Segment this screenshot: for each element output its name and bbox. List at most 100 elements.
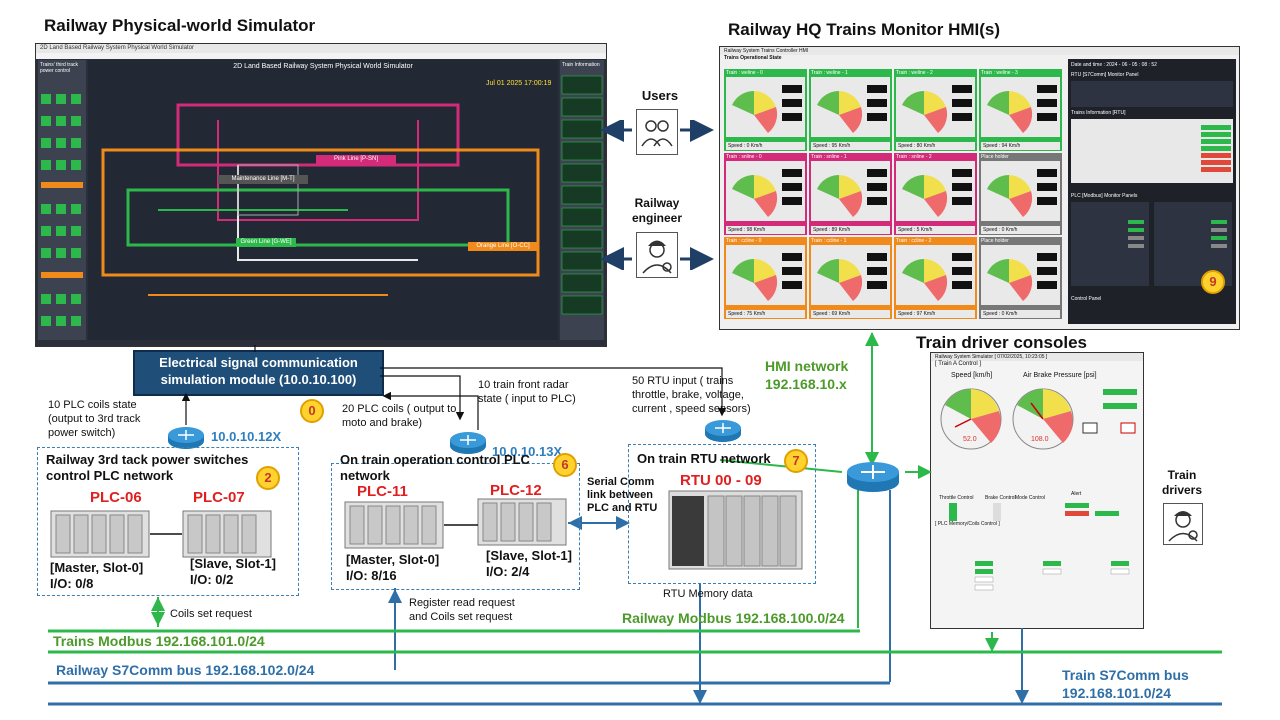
plc07-desc: [Slave, Slot-1] I/O: 0/2 [190,556,276,587]
operation-plc-network [331,463,580,590]
simulator-left-panel: Trains' third track power control [38,60,86,340]
plc07-label: PLC-07 [193,489,245,506]
hmi-title: Railway HQ Trains Monitor HMI(s) [728,20,1001,39]
plc06-label: PLC-06 [90,489,142,506]
badge-9: 9 [1201,270,1225,294]
hmi-info-table [1071,119,1233,183]
coils-state-label: 10 PLC coils state (output to 3rd track … [48,399,141,439]
engineer-label: Railway engineer [631,196,682,225]
plc11-12-link [444,524,478,526]
ip-13x: 10.0.10.13X [492,444,563,459]
console-gauges [940,388,1074,450]
hmi-speed-gauge [811,161,890,221]
badge-0: 0 [300,399,324,423]
rtu-network-title: On train RTU network [637,451,771,466]
plc11-label: PLC-11 [357,483,408,500]
rtu-ids-label: RTU 00 - 09 [680,472,762,489]
hmi-speed-gauge [896,161,975,221]
bus-trains-modbus: Trains Modbus 192.168.101.0/24 [53,633,265,649]
plc06-desc: [Master, Slot-0] I/O: 0/8 [50,560,144,591]
router-icon [845,460,901,499]
coils-request-label: Coils set request [170,608,252,620]
hmi-speed-gauge [726,77,805,137]
consoles-title: Train driver consoles [916,333,1088,352]
ip-12x: 10.0.10.12X [211,429,282,444]
power-network-title: Railway 3rd tack power switches control … [46,452,249,483]
simulator-right-panel: Train Information [560,60,604,340]
simulator-window-title: 2D Land Based Railway System Physical Wo… [36,44,606,53]
hmi-speed-gauge [981,245,1060,305]
plc11-desc: [Master, Slot-0] I/O: 8/16 [346,552,440,583]
hmi-speed-gauge [896,77,975,137]
plc-rack-icon [477,495,567,552]
users-label: Users [641,88,679,103]
console-plc-table [974,561,1130,591]
plc-rack-icon [50,507,150,564]
simulator-title: Railway Physical-world Simulator [44,16,316,35]
hmi-speed-gauge [811,245,890,305]
rtu-rack-icon [668,490,803,575]
bus-train-s7comm: Train S7Comm bus 192.168.101.0/24 [1062,667,1189,701]
bus-railway-s7comm: Railway S7Comm bus 192.168.102.0/24 [56,662,315,678]
maintenance-line-label: Maintenance Line [M-T] [218,175,308,184]
simulator-map: 2D Land Based Railway System Physical Wo… [88,60,558,340]
console-status [1082,389,1137,434]
router-icon [703,418,743,449]
hmi-speed-gauge [896,245,975,305]
users-icon [636,109,678,155]
plc-rack-icon [344,498,444,555]
hmi-speed-gauge [726,161,805,221]
user-arrows [600,120,714,270]
hmi-speed-gauge [811,77,890,137]
hmi-screenshot: Railway System Trains Controller HMI Tra… [719,46,1240,330]
hmi-speed-gauge [981,161,1060,221]
hmi-speed-gauge [981,77,1060,137]
hmi-network-label: HMI network [765,358,849,374]
serial-comm-label: Serial Comm link between PLC and RTU [587,476,658,514]
console-speed-value: 52.0 [963,436,977,443]
radar-label: 10 train front radar state ( input to PL… [478,379,576,405]
plc-rack-icon [182,507,272,564]
badge-7: 7 [784,449,808,473]
badge-6: 6 [553,453,577,477]
train-info-list [561,75,603,315]
green-line-label: Green Line [G-WE] [236,238,296,247]
hmi-side-panel: Date and time : 2024 - 06 - 05 : 08 : 52… [1068,59,1236,324]
console-screenshot: Railway System Simulator [ 07/02/2025, 1… [930,352,1144,629]
operation-network-title: On train operation control PLC network [340,452,530,483]
driver-icon [1163,503,1203,545]
hmi-ip-label: 192.168.10.x [765,376,847,392]
power-control-buttons [41,94,83,326]
coils-20-label: 20 PLC coils ( output to moto and brake) [342,403,457,429]
plc12-label: PLC-12 [490,482,542,499]
router-icon [166,425,206,456]
simulator-datetime: Jul 01 2025 17:00:19 [486,80,552,87]
rtu-network [628,444,816,584]
orange-line-label: Orange Line [O-CC] [468,242,538,251]
rtu-input-label: 50 RTU input ( trains throttle, brake, v… [632,375,751,415]
plc06-07-link [150,533,182,535]
rtu-memory-label: RTU Memory data [663,588,753,600]
electrical-signal-module: Electrical signal communication simulati… [133,350,384,396]
badge-2: 2 [256,466,280,490]
hmi-speed-gauge [726,245,805,305]
router-icon [448,430,488,461]
plc12-desc: [Slave, Slot-1] I/O: 2/4 [486,548,572,579]
register-request-label: Register read request and Coils set requ… [409,597,515,623]
power-switch-plc-network [37,447,299,596]
pink-line-label: Pink Line [P-SN] [316,155,396,164]
drivers-label: Train drivers [1161,468,1203,497]
bus-railway-modbus: Railway Modbus 192.168.100.0/24 [622,610,845,626]
